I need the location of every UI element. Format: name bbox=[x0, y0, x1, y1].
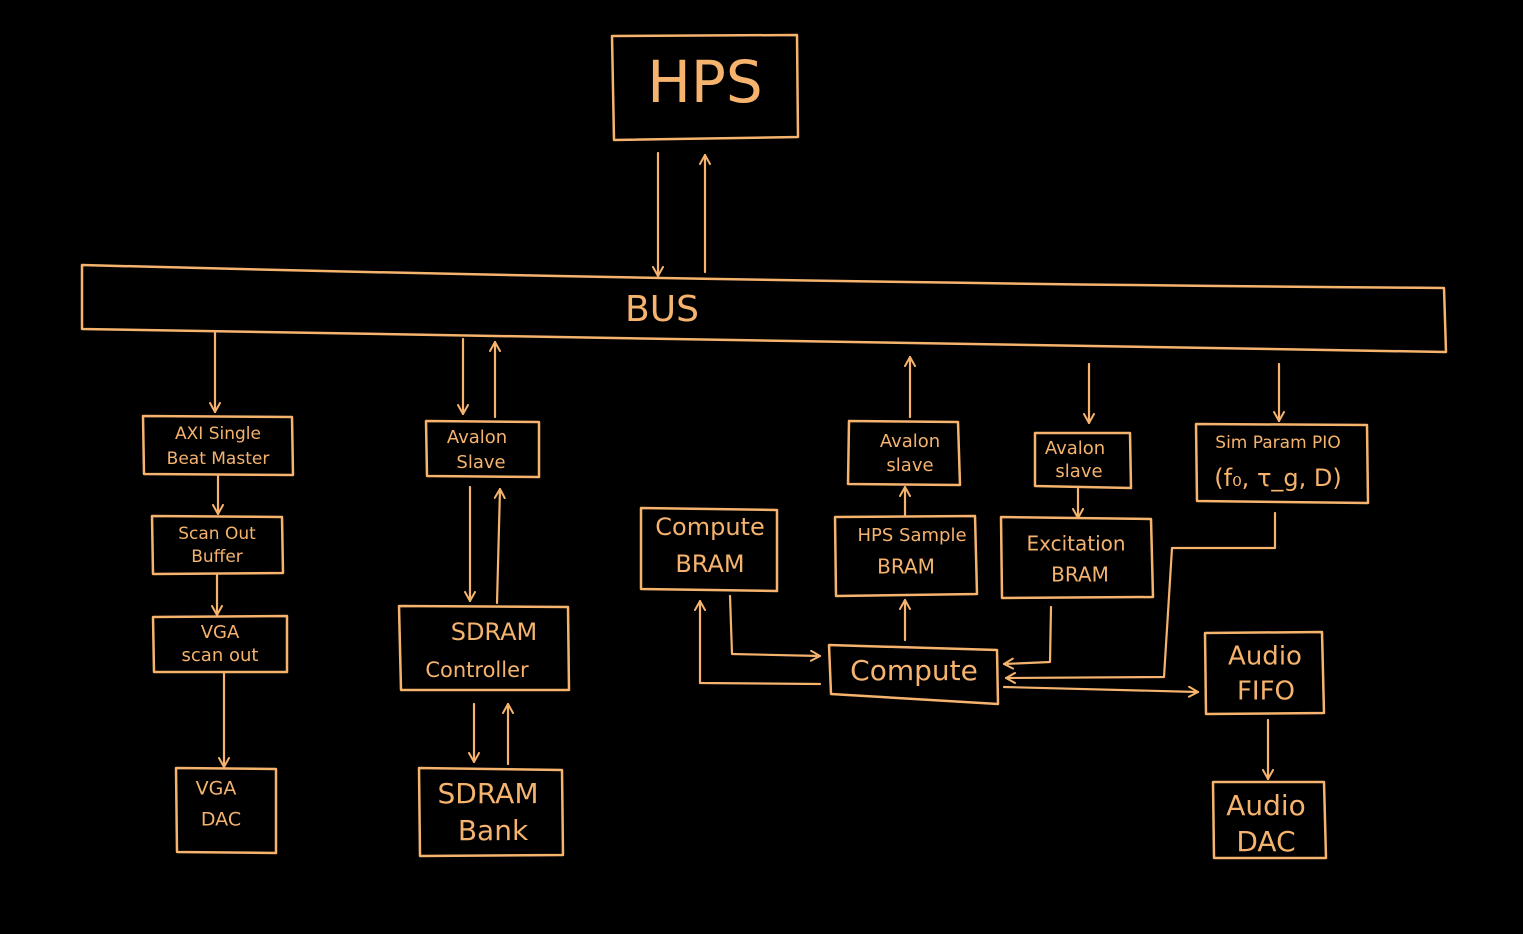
scan-out-buffer-line2: Buffer bbox=[191, 547, 243, 567]
vga-dac-line2: DAC bbox=[201, 809, 241, 831]
sim-param-to-compute-arrow bbox=[1004, 511, 1277, 684]
sdram-controller-line2: Controller bbox=[425, 658, 529, 682]
sim-param-pio-line1: Sim Param PIO bbox=[1215, 433, 1340, 453]
scan-out-buffer-block: Scan Out Buffer bbox=[150, 514, 285, 576]
excitation-bram-block: Excitation BRAM bbox=[999, 515, 1155, 600]
compute-bram-to-compute-arrow bbox=[728, 594, 822, 662]
excitation-bram-line2: BRAM bbox=[1051, 563, 1109, 587]
vga-dac-line1: VGA bbox=[196, 778, 237, 800]
hps-block: HPS bbox=[610, 33, 800, 142]
audio-dac-line1: Audio bbox=[1226, 789, 1306, 822]
scan-out-buffer-line1: Scan Out bbox=[178, 524, 256, 544]
axi-single-beat-master-block: AXI Single Beat Master bbox=[141, 414, 295, 477]
excitation-bram-to-compute-arrow bbox=[1002, 605, 1053, 670]
sdram-controller-line1: SDRAM bbox=[451, 618, 538, 646]
sdram-bank-block: SDRAM Bank bbox=[417, 766, 565, 858]
compute-bram-line2: BRAM bbox=[675, 550, 744, 578]
hps-label: HPS bbox=[647, 48, 762, 116]
hps-sample-bram-block: HPS Sample BRAM bbox=[833, 514, 979, 598]
sim-param-pio-line2: (f₀, τ_g, D) bbox=[1214, 464, 1341, 492]
audio-dac-block: Audio DAC bbox=[1211, 780, 1328, 860]
avalon-slave-sample-line2: slave bbox=[886, 455, 933, 476]
axi-master-line1: AXI Single bbox=[175, 424, 261, 444]
sdram-controller-block: SDRAM Controller bbox=[397, 604, 571, 692]
avalon-slave-sdram-line1: Avalon bbox=[447, 427, 507, 448]
avalon-slave-excitation-block: Avalon slave bbox=[1033, 431, 1133, 490]
avalon-slave-sdram-block: Avalon Slave bbox=[424, 419, 541, 479]
compute-block: Compute bbox=[827, 643, 1000, 706]
bus-block: BUS bbox=[80, 263, 1448, 354]
axi-master-line2: Beat Master bbox=[167, 449, 270, 469]
sdram-bank-line2: Bank bbox=[458, 814, 529, 847]
vga-dac-block: VGA DAC bbox=[174, 766, 278, 855]
vga-scan-out-line2: scan out bbox=[182, 645, 259, 666]
audio-fifo-line2: FIFO bbox=[1237, 677, 1295, 707]
audio-fifo-line1: Audio bbox=[1228, 642, 1302, 672]
compute-bram-line1: Compute bbox=[655, 513, 764, 541]
sdram-bank-line1: SDRAM bbox=[438, 777, 539, 810]
compute-to-compute-bram-arrow bbox=[694, 599, 822, 686]
hps-sample-bram-line1: HPS Sample bbox=[857, 525, 966, 546]
avalon-slave-sample-line1: Avalon bbox=[880, 431, 940, 452]
sim-param-pio-block: Sim Param PIO (f₀, τ_g, D) bbox=[1194, 422, 1370, 505]
bus-label: BUS bbox=[625, 289, 699, 330]
compute-label: Compute bbox=[850, 654, 978, 687]
compute-to-audio-fifo-arrow bbox=[1002, 685, 1200, 698]
audio-dac-line2: DAC bbox=[1236, 825, 1295, 858]
vga-scan-out-line1: VGA bbox=[201, 622, 240, 643]
compute-bram-block: Compute BRAM bbox=[639, 506, 779, 593]
avalon-slave-sdram-line2: Slave bbox=[456, 452, 505, 473]
vga-scan-out-block: VGA scan out bbox=[151, 614, 289, 674]
avalon-slave-excitation-line2: slave bbox=[1055, 461, 1102, 482]
audio-fifo-block: Audio FIFO bbox=[1203, 630, 1326, 716]
sdram-controller-to-avalon-arrow bbox=[493, 487, 506, 605]
excitation-bram-line1: Excitation bbox=[1026, 532, 1125, 556]
hps-sample-bram-line2: BRAM bbox=[877, 555, 935, 579]
avalon-slave-sample-block: Avalon slave bbox=[846, 419, 962, 487]
avalon-slave-excitation-line1: Avalon bbox=[1045, 438, 1105, 459]
